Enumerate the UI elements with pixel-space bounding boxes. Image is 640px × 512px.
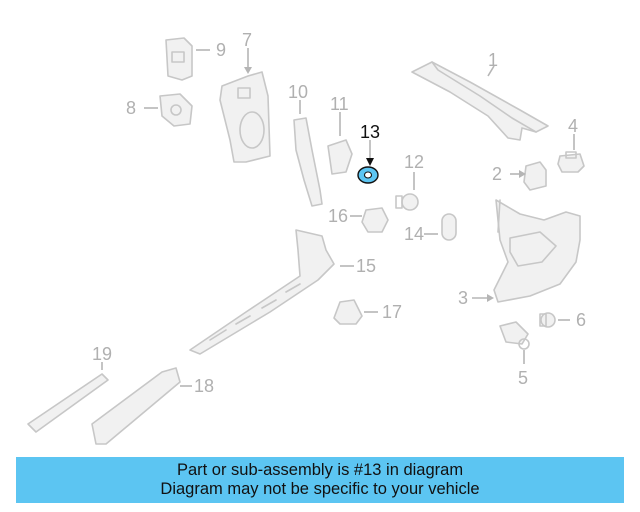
part-2-bracket[interactable]	[523, 161, 547, 191]
arrow-13	[366, 158, 374, 166]
callout-9: 9	[216, 40, 226, 60]
part-11-cover[interactable]	[327, 139, 353, 175]
info-banner: Part or sub-assembly is #13 in diagram D…	[16, 457, 624, 503]
callout-3: 3	[458, 288, 468, 308]
banner-line-1: Part or sub-assembly is #13 in diagram	[176, 461, 464, 479]
callout-17: 17	[382, 302, 402, 322]
callout-7: 7	[242, 30, 252, 50]
part-8-clip[interactable]	[159, 93, 193, 127]
callout-6: 6	[576, 310, 586, 330]
part-3-lower-side-panel[interactable]	[493, 199, 581, 303]
callout-1: 1	[488, 50, 498, 70]
part-18-step-trim[interactable]	[91, 367, 181, 445]
part-19-molding[interactable]	[27, 373, 109, 433]
callout-15: 15	[356, 256, 376, 276]
part-5-clip[interactable]	[499, 321, 530, 350]
callout-16: 16	[328, 206, 348, 226]
part-4-clip[interactable]	[557, 151, 585, 173]
callout-19: 19	[92, 344, 112, 364]
part-14-grommet[interactable]	[441, 213, 457, 241]
part-13-highlighted[interactable]	[357, 166, 379, 184]
callout-4: 4	[568, 116, 578, 136]
callout-2: 2	[492, 164, 502, 184]
leader-1	[487, 65, 495, 77]
part-15-sill-plate[interactable]	[189, 229, 335, 355]
callout-11: 11	[330, 94, 349, 114]
part-1-upper-pillar-trim[interactable]	[411, 61, 549, 141]
callout-13: 13	[360, 122, 380, 142]
part-12-push-pin[interactable]	[395, 193, 419, 211]
parts-diagram: 1 4 2 3 6 5 7	[27, 30, 586, 445]
part-9-clip[interactable]	[165, 37, 193, 81]
part-7-b-pillar-trim[interactable]	[219, 71, 271, 163]
part-16-clip[interactable]	[361, 207, 389, 233]
part-10-weatherstrip[interactable]	[293, 117, 323, 207]
callout-18: 18	[194, 376, 214, 396]
callout-5: 5	[518, 368, 528, 388]
callout-12: 12	[404, 152, 424, 172]
part-6-push-pin[interactable]	[539, 312, 556, 328]
callout-14: 14	[404, 224, 424, 244]
part-17-clip[interactable]	[333, 299, 363, 325]
callout-10: 10	[288, 82, 308, 102]
banner-line-2: Diagram may not be specific to your vehi…	[160, 480, 480, 498]
callout-8: 8	[126, 98, 136, 118]
